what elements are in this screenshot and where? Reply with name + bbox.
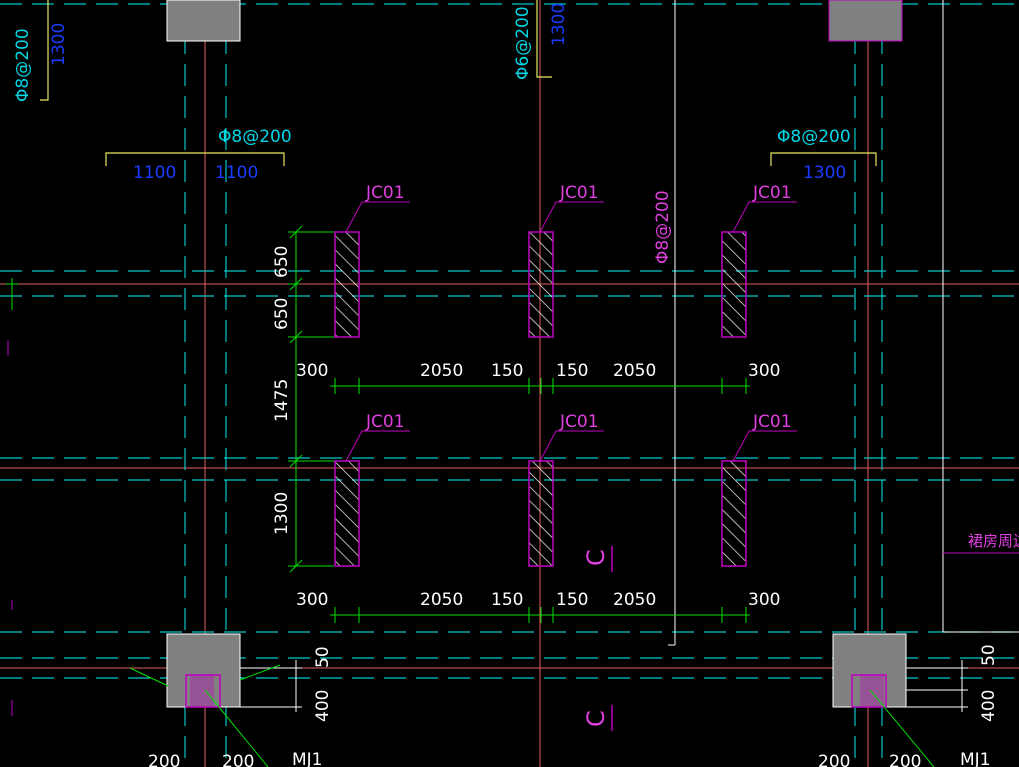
footing-r2-c1: [334, 460, 360, 567]
column-bottom-right: [832, 633, 907, 708]
footing-tag-r1-c2: JC01: [559, 183, 599, 203]
vertical-dim-texts: 650 650 1475 1300: [272, 246, 292, 535]
rebar-leaders: [40, 0, 877, 166]
footing-r2-c3: [721, 460, 747, 567]
footing-tag-r1-c3: JC01: [752, 183, 792, 203]
row1-dim-4: 2050: [613, 361, 656, 381]
footing-r1-c1: [334, 231, 360, 338]
rebar-dim-left-b: 1100: [215, 163, 258, 183]
left-edge-fragments: [7, 340, 13, 716]
row1-dim-5: 300: [748, 361, 780, 381]
rebar-dim-top-mid: 1300: [549, 3, 569, 46]
footing-pads: [334, 201, 797, 567]
dim-ticks-row1: [334, 378, 747, 394]
rebar-label-left-band: Φ8@200: [218, 127, 292, 147]
footing-r1-c3: [721, 231, 747, 338]
row2-dim-3: 150: [556, 590, 588, 610]
rebar-label-center: Φ8@200: [653, 190, 673, 264]
bottom-right-dim-200-b: 200: [889, 752, 921, 767]
bottom-left-dim-200-a: 200: [148, 752, 180, 767]
pier-bottom-left: [185, 674, 221, 708]
row1-dim-0: 300: [296, 361, 328, 381]
column-top-right: [828, 0, 903, 42]
bottom-texts: 50 400 50 400 200 200 200 200 MJ1 MJ1: [148, 644, 999, 767]
footing-r1-c2: [528, 231, 554, 338]
row2-dim-texts: 300 2050 150 150 2050 300: [296, 590, 780, 610]
bottom-left-dim-400: 400: [313, 690, 333, 722]
footing-tag-r2-c1: JC01: [365, 412, 405, 432]
bottom-left-dim-200-b: 200: [222, 752, 254, 767]
rebar-label-top-left: Φ8@200: [13, 28, 33, 102]
row1-dim-1: 2050: [420, 361, 463, 381]
bottom-right-dim-200-a: 200: [818, 752, 850, 767]
row2-dim-2: 150: [491, 590, 523, 610]
section-mark-lower: C: [582, 710, 610, 727]
row2-dim-1: 2050: [420, 590, 463, 610]
rebar-dim-left-a: 1100: [133, 163, 176, 183]
rebar-texts: Φ8@200 1300 Φ6@200 1300 Φ8@200 1100 1100…: [13, 3, 851, 264]
footing-tag-r2-c3: JC01: [752, 412, 792, 432]
footing-tag-r1-c1: JC01: [365, 183, 405, 203]
bottom-right-dim-50: 50: [979, 644, 999, 666]
columns: [166, 0, 907, 708]
right-note: 裙房周边: [968, 532, 1019, 550]
section-marks: C C: [582, 549, 610, 727]
section-mark-upper: C: [582, 549, 610, 566]
vdim-top-b: 650: [272, 298, 292, 330]
row1-dim-3: 150: [556, 361, 588, 381]
rebar-dim-top-left: 1300: [49, 23, 69, 66]
row2-dim-4: 2050: [613, 590, 656, 610]
bottom-right-tag-mj: MJ1: [960, 750, 991, 767]
column-top-left: [166, 0, 241, 42]
vdim-bottom: 1300: [272, 492, 292, 535]
vdim-mid: 1475: [272, 379, 292, 422]
vdim-top-a: 650: [272, 246, 292, 278]
bottom-left-dim-50: 50: [313, 646, 333, 668]
row1-dim-texts: 300 2050 150 150 2050 300: [296, 361, 780, 381]
footing-tags: JC01 JC01 JC01 JC01 JC01 JC01: [365, 183, 792, 432]
dimension-lines: [6, 225, 750, 623]
footing-tag-r2-c2: JC01: [559, 412, 599, 432]
rebar-label-top-mid: Φ6@200: [513, 6, 533, 80]
structural-lines: [668, 0, 1019, 646]
bottom-leaders: [129, 664, 935, 767]
rebar-label-right-band: Φ8@200: [777, 127, 851, 147]
bottom-right-dim-400: 400: [979, 690, 999, 722]
row1-dim-2: 150: [491, 361, 523, 381]
row2-dim-5: 300: [748, 590, 780, 610]
dim-ticks-row2: [334, 607, 747, 623]
row2-dim-0: 300: [296, 590, 328, 610]
bottom-detail-lines: [240, 660, 968, 712]
pier-bottom-right: [851, 674, 887, 708]
bottom-left-tag-mj: MJ1: [292, 750, 323, 767]
rebar-dim-right: 1300: [803, 163, 846, 183]
footing-r2-c2: [528, 460, 554, 567]
